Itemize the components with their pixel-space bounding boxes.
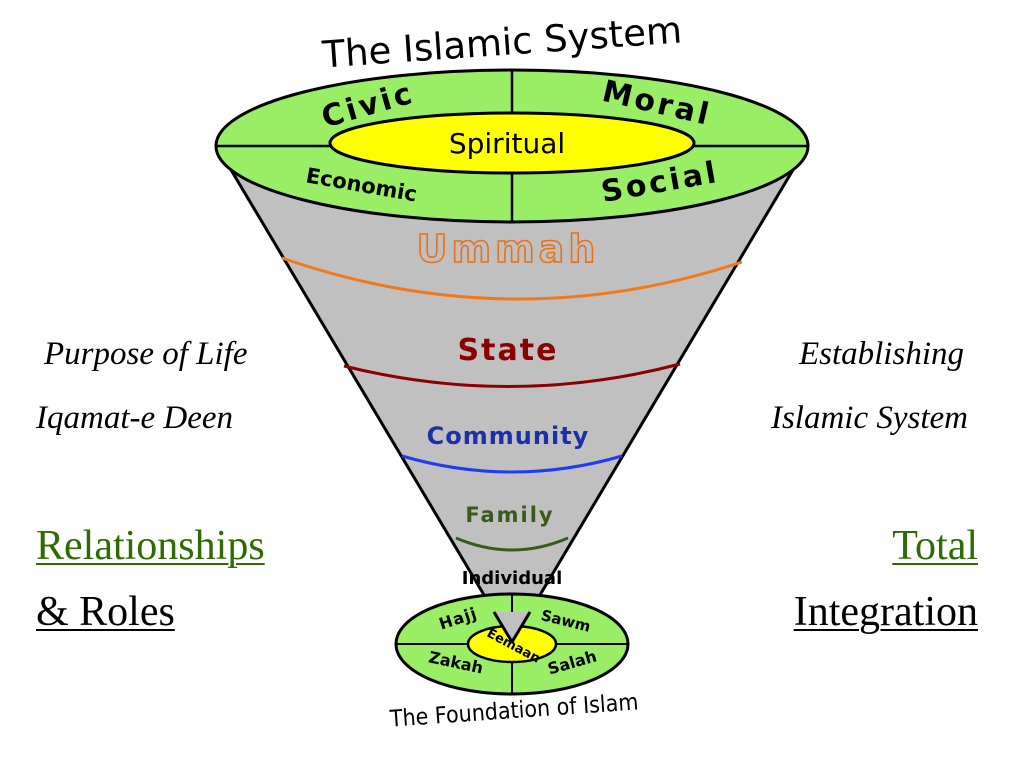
community-label: Community: [427, 422, 590, 450]
total-heading: Total: [892, 523, 978, 569]
community-divider: [401, 454, 623, 474]
bottom-ring: [394, 592, 630, 696]
family-divider: [455, 536, 569, 552]
individual-label: Individual: [462, 568, 563, 589]
family-label: Family: [465, 503, 554, 527]
state-label: State: [458, 333, 559, 368]
spiritual-label: Spiritual: [449, 127, 565, 160]
roles-text: & Roles: [36, 589, 175, 635]
cone-tip: [494, 612, 530, 642]
integration-text: Integration: [793, 589, 978, 635]
islamic-system-text: Islamic System: [770, 400, 968, 436]
top-ring: [214, 68, 810, 224]
relationships-heading: Relationships: [36, 523, 265, 569]
diagram-title: The Islamic System: [320, 8, 683, 76]
ummah-label: Ummah: [417, 227, 600, 271]
foundation-label: The Foundation of Islam: [388, 689, 639, 732]
purpose-of-life-text: Purpose of Life: [44, 336, 248, 372]
iqamat-e-deen-text: Iqamat-e Deen: [36, 400, 234, 436]
state-divider: [343, 362, 681, 388]
spiritual-center: [328, 111, 696, 175]
ummah-divider: [281, 256, 743, 301]
establishing-text: Establishing: [798, 336, 964, 372]
